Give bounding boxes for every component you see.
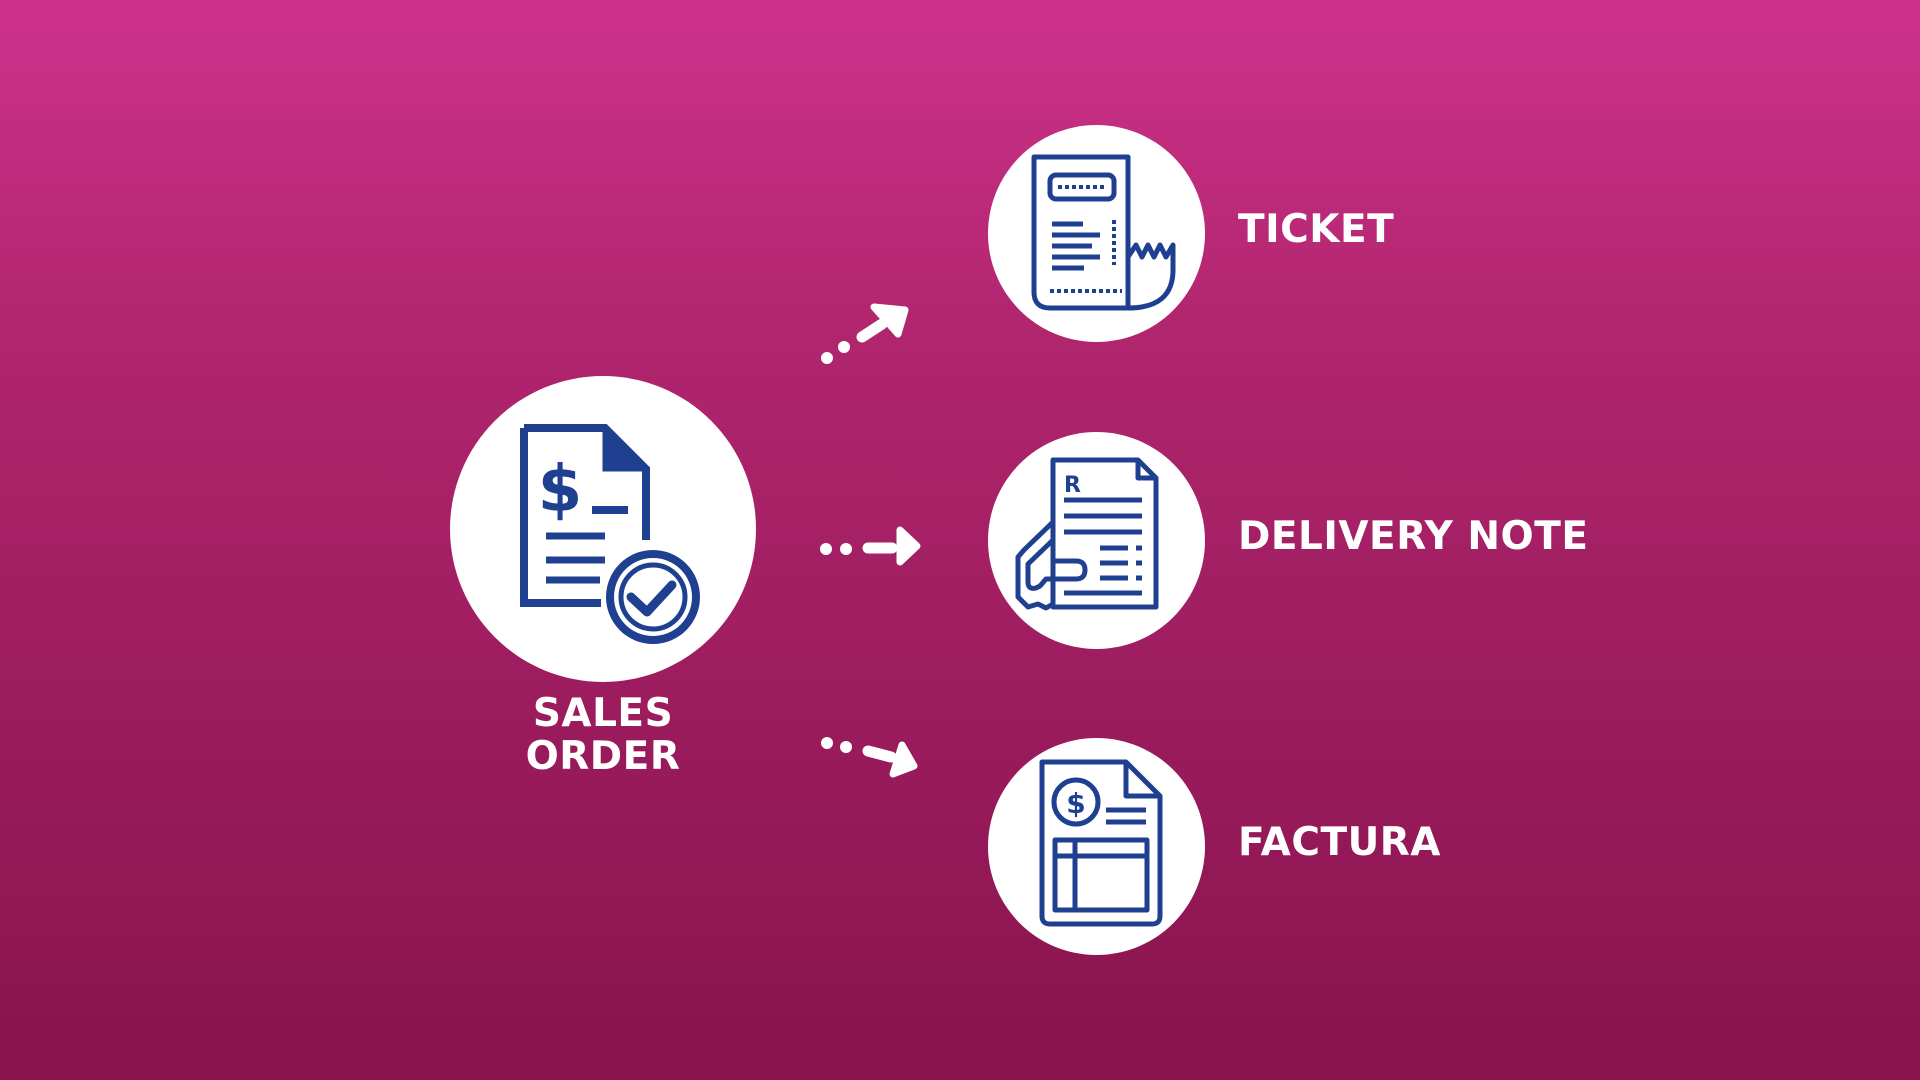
ticket-node <box>988 125 1205 342</box>
arrow-to-factura <box>821 737 918 778</box>
arrow-to-delivery <box>820 526 921 566</box>
sales-order-label-line1: SALES <box>532 691 674 736</box>
sales-order-label: SALES ORDER <box>453 692 753 778</box>
sales-order-label-line2: ORDER <box>525 734 681 779</box>
delivery-note-node: R <box>988 432 1205 649</box>
factura-label: FACTURA <box>1238 820 1441 865</box>
delivery-note-label: DELIVERY NOTE <box>1238 514 1589 559</box>
svg-text:$: $ <box>1066 787 1085 820</box>
sales-order-document-check-icon: $ <box>520 424 700 644</box>
invoice-dollar-icon: $ <box>1039 759 1163 927</box>
sales-order-node: $ <box>450 376 756 682</box>
factura-node: $ <box>988 738 1205 955</box>
svg-text:$: $ <box>538 453 583 527</box>
hand-delivery-note-icon: R <box>1015 457 1159 611</box>
arrow-to-ticket <box>821 303 909 364</box>
ticket-label: TICKET <box>1238 207 1395 252</box>
receipt-ticket-icon <box>1031 154 1176 311</box>
svg-text:R: R <box>1064 473 1081 498</box>
